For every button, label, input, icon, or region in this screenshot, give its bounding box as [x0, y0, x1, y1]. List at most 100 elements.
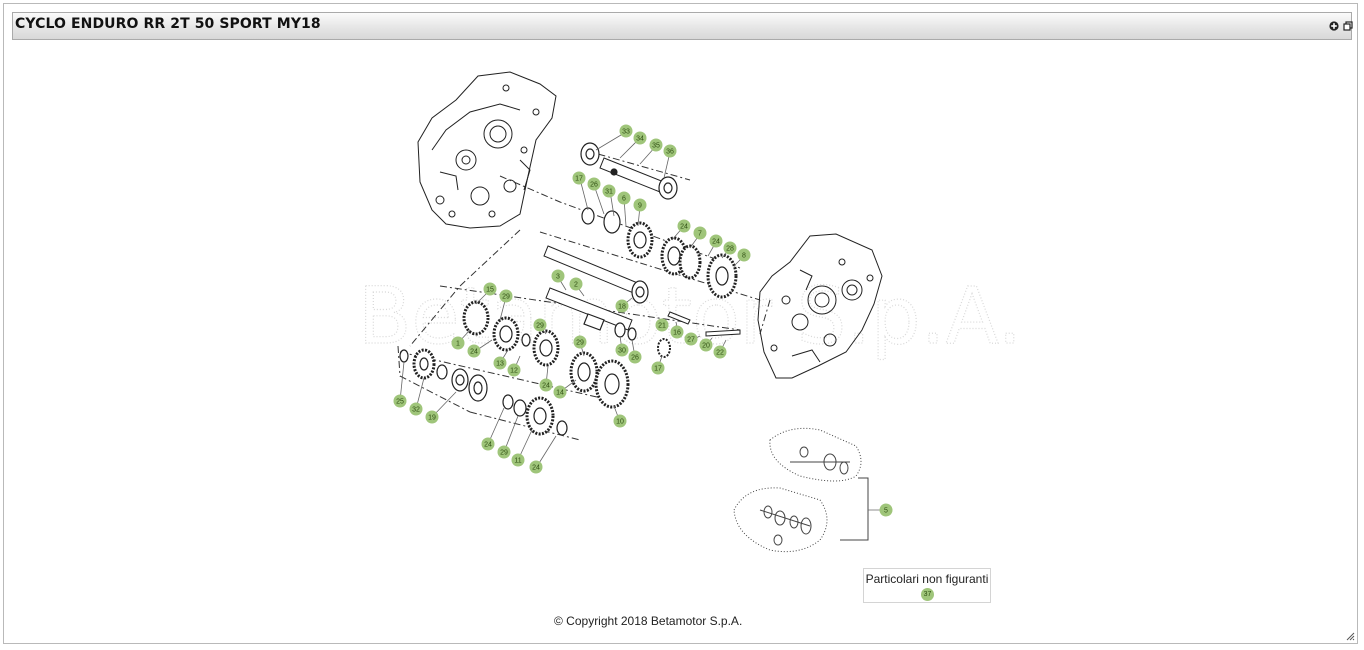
callout-badge[interactable]: 3 [551, 269, 565, 283]
svg-text:29: 29 [500, 450, 508, 457]
callout-badge[interactable]: 13 [493, 356, 507, 370]
svg-text:11: 11 [514, 458, 521, 465]
resize-grip-icon[interactable] [1346, 632, 1355, 641]
callout-badge[interactable]: 26 [628, 350, 642, 364]
callout-badge[interactable]: 19 [425, 410, 439, 424]
callout-badge[interactable]: 10 [613, 414, 627, 428]
callout-badge[interactable]: 6 [617, 191, 631, 205]
callout-badge[interactable]: 27 [684, 332, 698, 346]
callout-badge[interactable]: 34 [633, 131, 647, 145]
callout-badges: 33 34 35 36 17 26 31 6 9 24 7 24 28 8 3 … [393, 124, 893, 517]
callout-badge[interactable]: 24 [467, 344, 481, 358]
callout-badge[interactable]: 24 [677, 219, 691, 233]
callout-badge[interactable]: 32 [409, 402, 423, 416]
svg-text:29: 29 [576, 340, 584, 347]
svg-text:8: 8 [742, 253, 746, 260]
callout-badge[interactable]: 24 [529, 460, 543, 474]
callout-badge[interactable]: 2 [569, 277, 583, 291]
callout-badge[interactable]: 17 [572, 171, 586, 185]
svg-text:31: 31 [605, 189, 613, 196]
callout-badge[interactable]: 26 [587, 177, 601, 191]
restore-window-icon[interactable] [1343, 21, 1353, 31]
callout-badge[interactable]: 24 [539, 378, 553, 392]
svg-text:24: 24 [470, 349, 478, 356]
callout-badge[interactable]: 29 [573, 335, 587, 349]
gears-and-bearings [399, 142, 738, 436]
svg-text:14: 14 [556, 390, 564, 397]
svg-text:24: 24 [712, 239, 720, 246]
callout-badge[interactable]: 17 [651, 361, 665, 375]
parts-window [3, 3, 1358, 644]
callout-badge[interactable]: 30 [615, 343, 629, 357]
callout-badge[interactable]: 20 [699, 338, 713, 352]
callout-badge[interactable]: 1 [451, 336, 465, 350]
svg-text:34: 34 [636, 136, 644, 143]
unlisted-parts-label: Particolari non figuranti [865, 572, 989, 586]
callout-badge[interactable]: 5 [879, 503, 893, 517]
unlisted-parts-badge[interactable]: 37 [921, 588, 934, 601]
callout-badge[interactable]: 29 [497, 445, 511, 459]
callout-badge[interactable]: 8 [737, 248, 751, 262]
svg-text:24: 24 [680, 224, 688, 231]
callout-badge[interactable]: 31 [602, 184, 616, 198]
svg-text:32: 32 [412, 407, 420, 414]
callout-badge[interactable]: 22 [713, 345, 727, 359]
callout-badge[interactable]: 29 [499, 289, 513, 303]
callout-badge[interactable]: 15 [483, 282, 497, 296]
svg-text:24: 24 [484, 442, 492, 449]
callout-badge[interactable]: 35 [649, 138, 663, 152]
svg-text:35: 35 [652, 143, 660, 150]
svg-text:24: 24 [542, 383, 550, 390]
callout-badge[interactable]: 18 [615, 299, 629, 313]
callout-badge[interactable]: 24 [709, 234, 723, 248]
callout-badge[interactable]: 16 [670, 325, 684, 339]
callout-badge[interactable]: 24 [481, 437, 495, 451]
callout-badge[interactable]: 28 [723, 241, 737, 255]
inset-assembly [733, 427, 869, 553]
left-crankcase [417, 71, 557, 229]
callout-badge[interactable]: 12 [507, 363, 521, 377]
svg-text:25: 25 [396, 399, 404, 406]
svg-text:9: 9 [638, 203, 642, 210]
svg-text:16: 16 [673, 330, 681, 337]
svg-text:2: 2 [574, 282, 578, 289]
callout-badge[interactable]: 29 [533, 318, 547, 332]
svg-text:18: 18 [618, 304, 626, 311]
svg-text:10: 10 [616, 419, 624, 426]
svg-text:20: 20 [702, 343, 710, 350]
svg-text:12: 12 [510, 368, 518, 375]
svg-text:22: 22 [716, 350, 724, 357]
right-crankcase [757, 233, 883, 379]
svg-text:17: 17 [575, 176, 583, 183]
callout-badge[interactable]: 36 [663, 144, 677, 158]
svg-text:13: 13 [496, 361, 504, 368]
callout-badge[interactable]: 25 [393, 394, 407, 408]
callout-badge[interactable]: 21 [655, 318, 669, 332]
svg-text:27: 27 [687, 337, 695, 344]
svg-text:5: 5 [884, 508, 888, 515]
unlisted-parts-box: Particolari non figuranti 37 [863, 568, 991, 603]
svg-text:21: 21 [658, 323, 666, 330]
page-title: CYCLO ENDURO RR 2T 50 SPORT MY18 [15, 16, 321, 32]
svg-text:15: 15 [486, 287, 494, 294]
svg-text:19: 19 [428, 415, 436, 422]
svg-text:17: 17 [654, 366, 662, 373]
callout-badge[interactable]: 14 [553, 385, 567, 399]
svg-text:26: 26 [590, 182, 598, 189]
svg-text:30: 30 [618, 348, 626, 355]
window-titlebar: CYCLO ENDURO RR 2T 50 SPORT MY18 [12, 12, 1353, 40]
svg-text:33: 33 [622, 129, 630, 136]
svg-text:7: 7 [698, 231, 702, 238]
callout-badge[interactable]: 33 [619, 124, 633, 138]
svg-text:24: 24 [532, 465, 540, 472]
callout-badge[interactable]: 7 [693, 226, 707, 240]
callout-badge[interactable]: 9 [633, 198, 647, 212]
plus-circle-icon[interactable] [1329, 21, 1339, 31]
svg-text:36: 36 [666, 149, 674, 156]
copyright-text: © Copyright 2018 Betamotor S.p.A. [554, 614, 743, 628]
callout-badge[interactable]: 11 [511, 453, 525, 467]
svg-text:1: 1 [456, 341, 460, 348]
svg-text:26: 26 [631, 355, 639, 362]
shafts [543, 157, 741, 337]
